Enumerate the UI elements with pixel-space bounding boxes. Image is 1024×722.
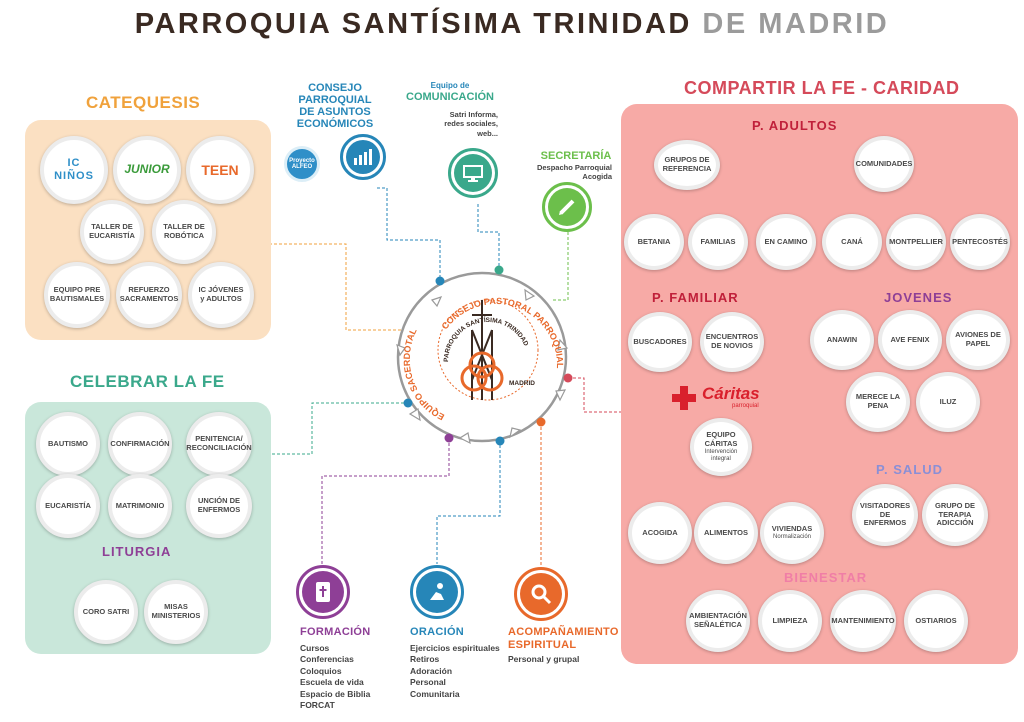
bautismo-circle[interactable]: BAUTISMO: [36, 412, 100, 476]
title-sub: DE MADRID: [702, 8, 890, 40]
line-economico: [377, 187, 441, 278]
secretaria-icon[interactable]: [542, 182, 592, 232]
merece-pena-circle[interactable]: MERECE LA PENA: [846, 372, 910, 432]
line-secretaria: [552, 232, 569, 301]
line-oracion: [436, 440, 501, 564]
acompanamiento-icon[interactable]: [514, 567, 568, 621]
encuentros-novios-circle[interactable]: ENCUENTROS DE NOVIOS: [700, 312, 764, 372]
central-inner-ring: [437, 299, 539, 401]
bible-icon: [316, 582, 330, 602]
bienestar-title: BIENESTAR: [784, 570, 868, 585]
line-comunicacion: [477, 204, 500, 268]
betania-circle[interactable]: BETANIA: [624, 214, 684, 270]
proyecto-alfeo-badge[interactable]: Proyecto ALFEO: [284, 146, 320, 182]
oracion-title: ORACIÓN: [410, 626, 465, 638]
line-celebrar: [272, 402, 408, 455]
comunicacion-block: Equipo de COMUNICACIÓN: [400, 81, 500, 103]
aviones-papel-circle[interactable]: AVIONES DE PAPEL: [946, 310, 1010, 370]
comunicacion-desc: Satri Informa, redes sociales, web...: [444, 110, 498, 138]
page-title: PARROQUIA SANTÍSIMA TRINIDAD DE MADRID: [0, 8, 1024, 41]
magnifier-icon: [531, 584, 552, 605]
familias-circle[interactable]: FAMILIAS: [688, 214, 748, 270]
taller-robotica-circle[interactable]: TALLER DE ROBÓTICA: [152, 200, 216, 264]
caritas-subtitle: parroquial: [732, 403, 759, 409]
equipo-prebautismales-circle[interactable]: EQUIPO PRE BAUTISMALES: [44, 262, 110, 328]
line-catequesis: [244, 243, 404, 331]
visitadores-enfermos-circle[interactable]: VISITADORES DE ENFERMOS: [852, 484, 918, 546]
mantenimiento-circle[interactable]: MANTENIMIENTO: [830, 590, 896, 652]
cana-circle[interactable]: CANÁ: [822, 214, 882, 270]
salud-title: P. SALUD: [876, 462, 943, 477]
teen-circle[interactable]: TEEN: [186, 136, 254, 204]
acompanamiento-title: ACOMPAÑAMIENTO ESPIRITUAL: [508, 626, 619, 651]
familiar-title: P. FAMILIAR: [652, 290, 739, 305]
grupos-referencia-circle[interactable]: GRUPOS DE REFERENCIA: [654, 140, 720, 190]
en-camino-circle[interactable]: EN CAMINO: [756, 214, 816, 270]
formacion-title: FORMACIÓN: [300, 626, 371, 638]
acogida-circle[interactable]: ACOGIDA: [628, 502, 692, 564]
coro-satri-circle[interactable]: CORO SATRI: [74, 580, 138, 644]
acompanamiento-desc: Personal y grupal: [508, 654, 580, 664]
jovenes-title: JOVENES: [884, 290, 953, 305]
adultos-title: P. ADULTOS: [752, 118, 838, 133]
secretaria-title: SECRETARÍA: [540, 150, 612, 162]
trinity-knot-icon: [460, 351, 504, 392]
line-formacion: [321, 438, 450, 565]
caritas-cross-icon: [672, 386, 696, 410]
catequesis-title: CATEQUESIS: [86, 93, 201, 112]
buscadores-circle[interactable]: BUSCADORES: [628, 312, 692, 372]
secretaria-desc: Despacho Parroquial Acogida: [536, 163, 612, 182]
misas-ministerios-circle[interactable]: MISAS MINISTERIOS: [144, 580, 208, 644]
central-madrid-text: MADRID: [509, 380, 535, 387]
alimentos-circle[interactable]: ALIMENTOS: [694, 502, 758, 564]
refuerzo-sacramentos-circle[interactable]: REFUERZO SACRAMENTOS: [116, 262, 182, 328]
junior-circle[interactable]: JUNIOR: [113, 136, 181, 204]
uncion-circle[interactable]: UNCIÓN DE ENFERMOS: [186, 474, 252, 538]
consejo-economico-icon[interactable]: [340, 134, 386, 180]
iluz-circle[interactable]: ILUZ: [916, 372, 980, 432]
consejo-economico-title: CONSEJO PARROQUIAL DE ASUNTOS ECONÓMICOS: [296, 82, 374, 131]
pentecostes-circle[interactable]: PENTECOSTÉS: [950, 214, 1010, 270]
pencil-icon: [559, 199, 575, 215]
montpellier-circle[interactable]: MONTPELLIER: [886, 214, 946, 270]
title-main: PARROQUIA SANTÍSIMA TRINIDAD: [134, 8, 692, 40]
ambientacion-circle[interactable]: AMBIENTACIÓN SEÑALÉTICA: [686, 590, 750, 652]
formacion-icon[interactable]: [296, 565, 350, 619]
caritas-title: Cáritas: [702, 384, 760, 403]
ic-ninos-circle[interactable]: IC NIÑOS: [40, 136, 108, 204]
bar-chart-icon: [354, 149, 372, 165]
oracion-icon[interactable]: [410, 565, 464, 619]
comunicacion-icon[interactable]: [448, 148, 498, 198]
monitor-icon: [463, 164, 483, 182]
limpieza-circle[interactable]: LIMPIEZA: [758, 590, 822, 652]
matrimonio-circle[interactable]: MATRIMONIO: [108, 474, 172, 538]
ic-jovenes-adultos-circle[interactable]: IC JÓVENES y ADULTOS: [188, 262, 254, 328]
terapia-adiccion-circle[interactable]: GRUPO DE TERAPIA ADICCIÓN: [922, 484, 988, 546]
compartir-title: COMPARTIR LA FE - CARIDAD: [684, 78, 960, 98]
eucaristia-circle[interactable]: EUCARISTÍA: [36, 474, 100, 538]
line-compartir: [568, 377, 622, 413]
comunidades-circle[interactable]: COMUNIDADES: [854, 136, 914, 192]
celebrar-title: CELEBRAR LA FE: [70, 372, 225, 391]
comunicacion-title: COMUNICACIÓN: [406, 90, 494, 103]
taller-eucaristia-circle[interactable]: TALLER DE EUCARISTÍA: [80, 200, 144, 264]
liturgia-title: LITURGIA: [102, 544, 172, 559]
ave-fenix-circle[interactable]: AVE FENIX: [878, 310, 942, 370]
ostiarios-circle[interactable]: OSTIARIOS: [904, 590, 968, 652]
praying-person-icon: [430, 583, 444, 600]
confirmacion-circle[interactable]: CONFIRMACIÓN: [108, 412, 172, 476]
comunicacion-small: Equipo de: [430, 81, 470, 90]
penitencia-circle[interactable]: PENITENCIA/ RECONCILIACIÓN: [186, 412, 252, 476]
anawin-circle[interactable]: ANAWIN: [810, 310, 874, 370]
